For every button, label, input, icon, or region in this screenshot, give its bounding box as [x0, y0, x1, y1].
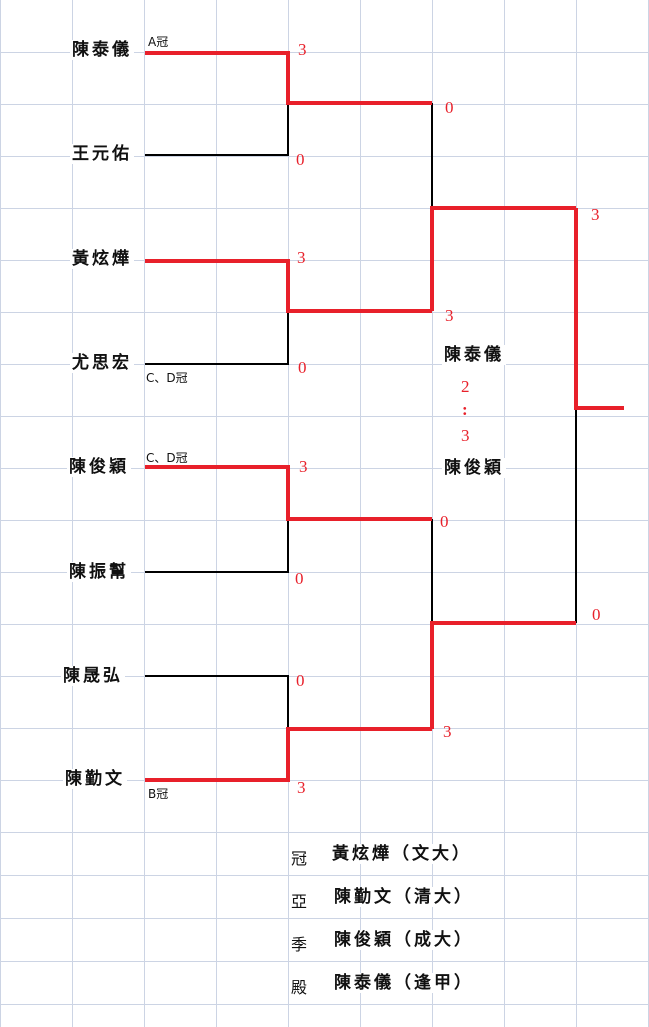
result-rank: 冠 — [291, 849, 308, 868]
grid-line — [0, 572, 649, 573]
result-text: 黃炫燁（文大） — [330, 844, 474, 864]
result-rank: 亞 — [291, 892, 308, 911]
grid-line — [0, 676, 649, 677]
grid-line — [0, 364, 649, 365]
seed-tag: B冠 — [148, 787, 169, 801]
score: 3 — [297, 248, 306, 267]
result-text: 陳俊穎（成大） — [332, 930, 476, 950]
player-name: 尤思宏 — [70, 353, 134, 373]
score-separator: : — [462, 400, 468, 419]
third-place-score: 2 — [461, 377, 470, 396]
result-rank: 殿 — [291, 978, 308, 997]
grid-line — [0, 624, 649, 625]
winner-line — [145, 727, 432, 782]
grid-line — [0, 875, 649, 876]
player-name: 陳晟弘 — [61, 666, 125, 686]
result-text: 陳勤文（清大） — [332, 887, 476, 907]
loser-line — [145, 519, 289, 573]
seed-tag: A冠 — [148, 35, 169, 49]
grid-line — [0, 1004, 649, 1005]
grid-line — [0, 260, 649, 261]
loser-line — [145, 311, 289, 365]
player-name: 王元佑 — [70, 144, 134, 164]
score: 0 — [445, 98, 454, 117]
score: 0 — [298, 358, 307, 377]
grid-line — [0, 468, 649, 469]
result-text: 陳泰儀（逢甲） — [332, 973, 476, 993]
score: 0 — [440, 512, 449, 531]
loser-line — [145, 675, 289, 728]
winner-line — [574, 208, 624, 410]
grid-line — [0, 918, 649, 919]
player-name: 陳俊穎 — [67, 457, 131, 477]
score: 3 — [298, 40, 307, 59]
winner-line — [430, 621, 576, 729]
winner-line — [145, 259, 432, 313]
score: 0 — [592, 605, 601, 624]
score: 3 — [299, 457, 308, 476]
winner-line — [430, 206, 576, 311]
score: 3 — [297, 778, 306, 797]
score: 0 — [296, 671, 305, 690]
loser-line — [145, 103, 289, 156]
score: 3 — [591, 205, 600, 224]
seed-tag: C、D冠 — [146, 451, 188, 465]
grid-line — [0, 961, 649, 962]
result-rank: 季 — [291, 935, 308, 954]
third-place-player: 陳泰儀 — [442, 345, 506, 365]
grid-line — [0, 832, 649, 833]
winner-line — [145, 465, 432, 521]
grid-line — [0, 208, 649, 209]
player-name: 陳振幫 — [67, 562, 131, 582]
third-place-score: 3 — [461, 426, 470, 445]
seed-tag: C、D冠 — [146, 371, 188, 385]
winner-line — [145, 51, 432, 105]
player-name: 陳泰儀 — [70, 40, 134, 60]
score: 0 — [295, 569, 304, 588]
third-place-player: 陳俊穎 — [442, 458, 506, 478]
player-name: 陳勤文 — [63, 769, 127, 789]
grid-line — [0, 780, 649, 781]
score: 0 — [296, 150, 305, 169]
player-name: 黃炫燁 — [70, 249, 134, 269]
score: 3 — [445, 306, 454, 325]
grid-line — [0, 52, 649, 53]
grid-line — [0, 156, 649, 157]
score: 3 — [443, 722, 452, 741]
grid-line — [0, 416, 649, 417]
